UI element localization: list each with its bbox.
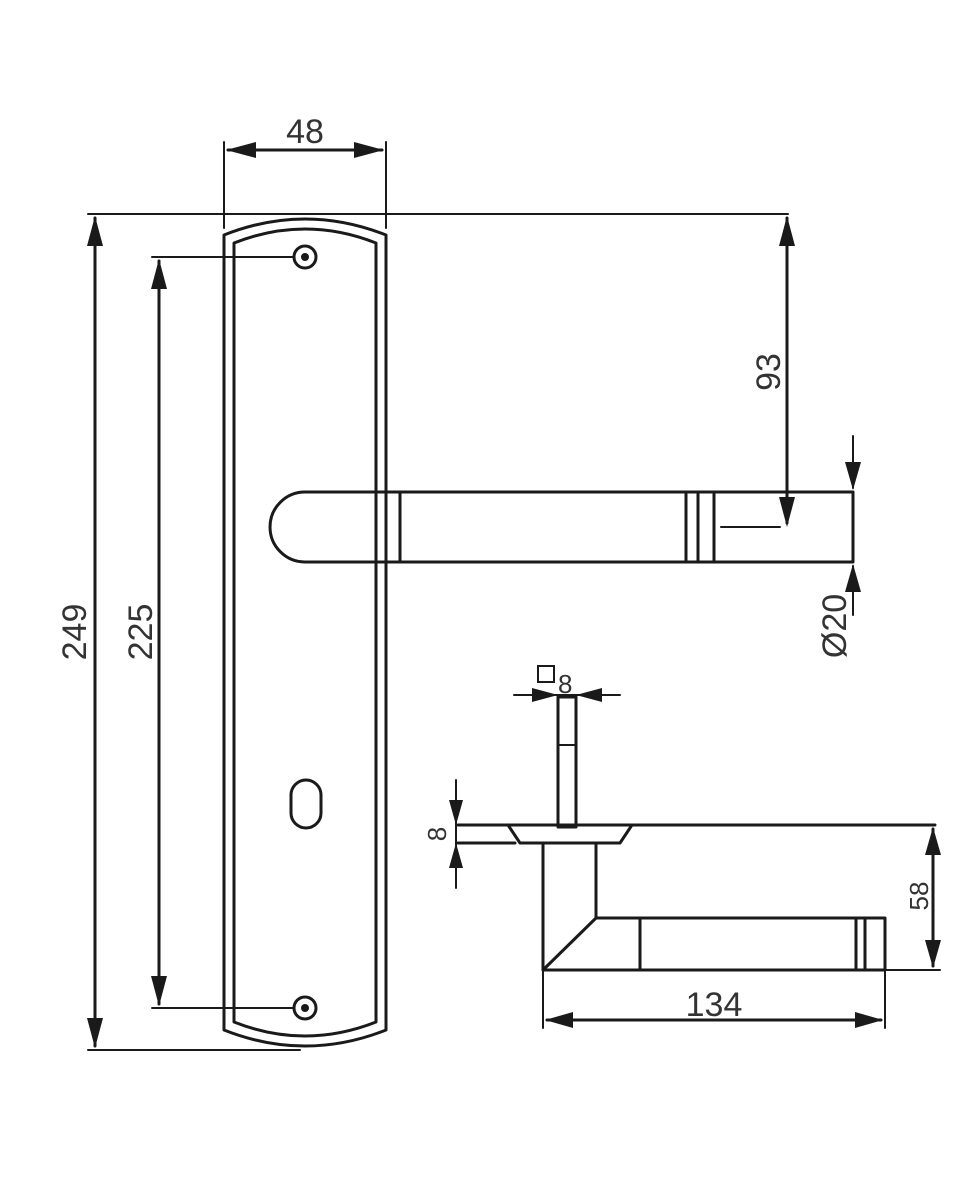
dimension-lever-length: 134 xyxy=(542,969,886,1029)
lever-diameter-label: Ø20 xyxy=(816,594,854,658)
lever-length-label: 134 xyxy=(686,986,743,1024)
dimension-spindle-square: 8 xyxy=(513,665,621,702)
dimension-lever-projection: 58 xyxy=(884,827,941,971)
lever-projection-label: 58 xyxy=(904,882,934,911)
spindle-square-label: 8 xyxy=(558,669,572,699)
keyhole-slot xyxy=(289,778,323,830)
hole-spacing-label: 225 xyxy=(122,604,160,661)
dimension-lever-offset: 93 xyxy=(750,216,795,527)
handle-side-view xyxy=(456,695,937,972)
lever-front-view xyxy=(268,490,855,564)
backplate-front-view xyxy=(222,217,388,1048)
dimension-backplate-width: 48 xyxy=(223,113,387,229)
square-symbol-icon xyxy=(537,665,555,683)
backplate-width-label: 48 xyxy=(286,113,324,151)
lever-offset-label: 93 xyxy=(750,353,788,391)
dimension-lever-diameter: Ø20 xyxy=(816,435,861,658)
rose-thickness-label: 8 xyxy=(422,827,452,841)
dimension-overall-height: 249 xyxy=(56,213,789,1051)
overall-height-label: 249 xyxy=(56,604,94,661)
dimension-hole-spacing: 225 xyxy=(122,256,295,1009)
dimension-rose-thickness: 8 xyxy=(422,779,463,889)
